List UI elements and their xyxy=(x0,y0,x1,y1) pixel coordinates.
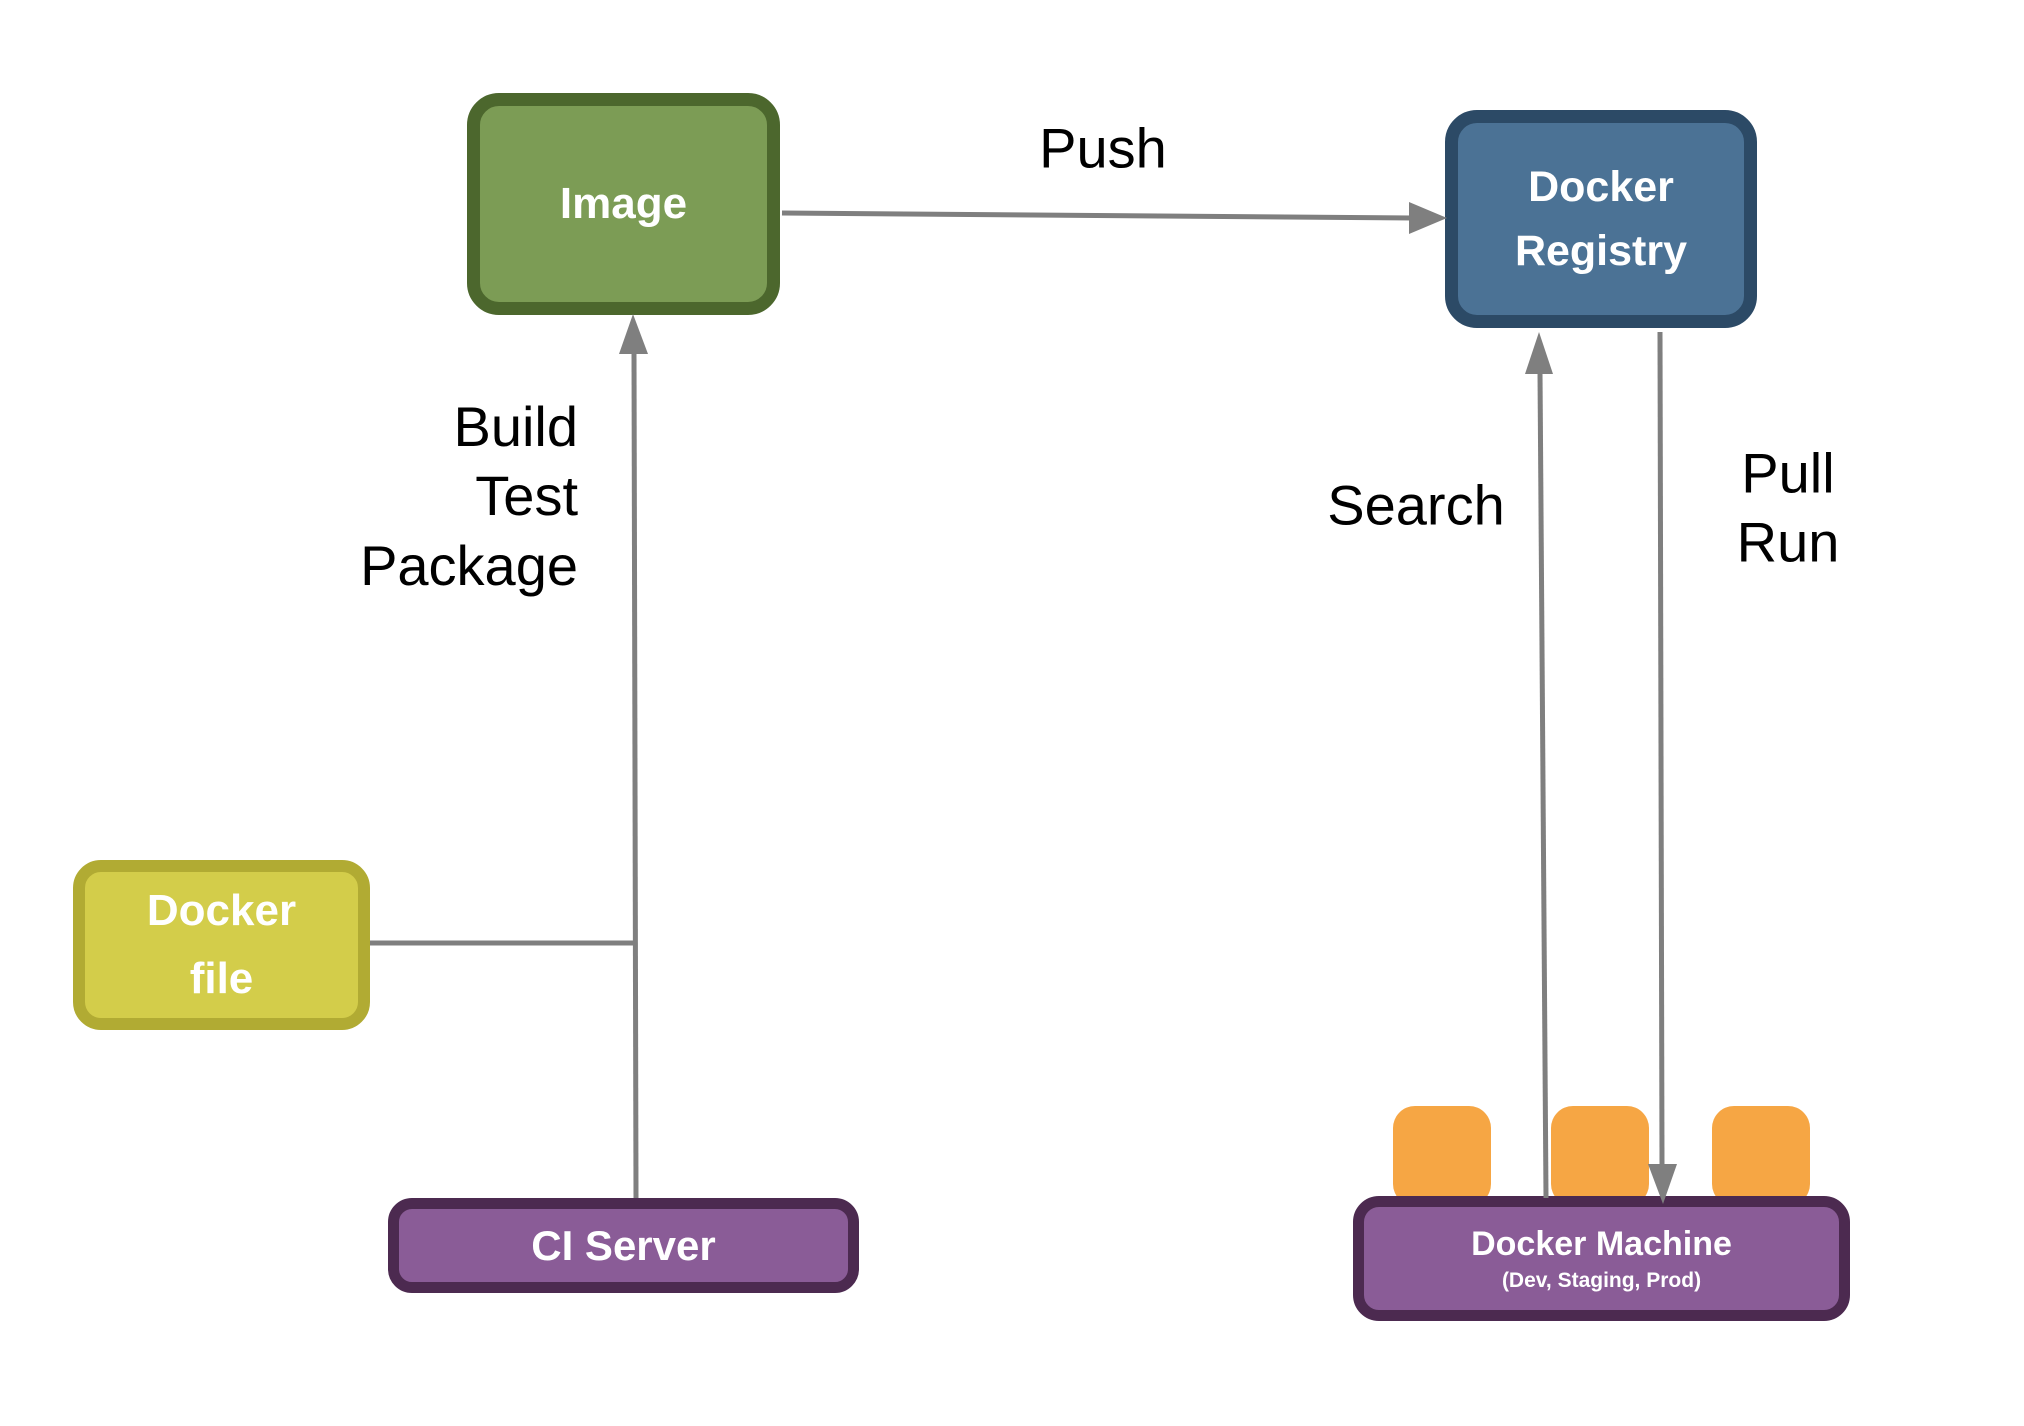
search-arrow xyxy=(1525,332,1553,1199)
edge-label-pull-run: Pull Run xyxy=(1737,439,1840,578)
node-image-label: Image xyxy=(559,179,688,228)
edge-label-search: Search xyxy=(1327,473,1505,537)
edge-label-pull-line2: Run xyxy=(1736,511,1840,574)
node-docker-machine-title: Docker Machine xyxy=(1471,1225,1732,1263)
container-square-2 xyxy=(1551,1106,1649,1206)
push-arrow xyxy=(781,202,1447,234)
edge-label-build-line2: Test xyxy=(475,464,578,528)
edge-label-push: Push xyxy=(1039,116,1167,180)
node-docker-registry-label-line2: Registry xyxy=(1514,227,1688,275)
node-docker-file: Docker file xyxy=(73,860,370,1030)
node-docker-registry: Docker Registry xyxy=(1445,110,1757,328)
container-square-1 xyxy=(1393,1106,1491,1206)
node-docker-machine-subtitle: (Dev, Staging, Prod) xyxy=(1501,1268,1702,1292)
node-ci-server-label: CI Server xyxy=(531,1221,716,1269)
node-image: Image xyxy=(467,93,780,315)
edge-label-build-line3: Package xyxy=(360,533,578,597)
node-docker-file-label-line2: file xyxy=(189,954,254,1003)
node-docker-file-label-line1: Docker xyxy=(146,885,297,935)
edge-label-build-test-package: Build Test Package xyxy=(0,392,578,600)
build-arrow xyxy=(619,314,648,1199)
node-docker-machine: Docker Machine (Dev, Staging, Prod) xyxy=(1353,1196,1850,1321)
container-square-3 xyxy=(1712,1106,1810,1206)
edge-label-pull-line1: Pull xyxy=(1741,441,1835,505)
node-docker-registry-label-line1: Docker xyxy=(1528,162,1674,211)
node-ci-server: CI Server xyxy=(388,1198,859,1293)
pull-arrow xyxy=(1648,331,1677,1204)
edge-label-build-line1: Build xyxy=(453,394,578,458)
